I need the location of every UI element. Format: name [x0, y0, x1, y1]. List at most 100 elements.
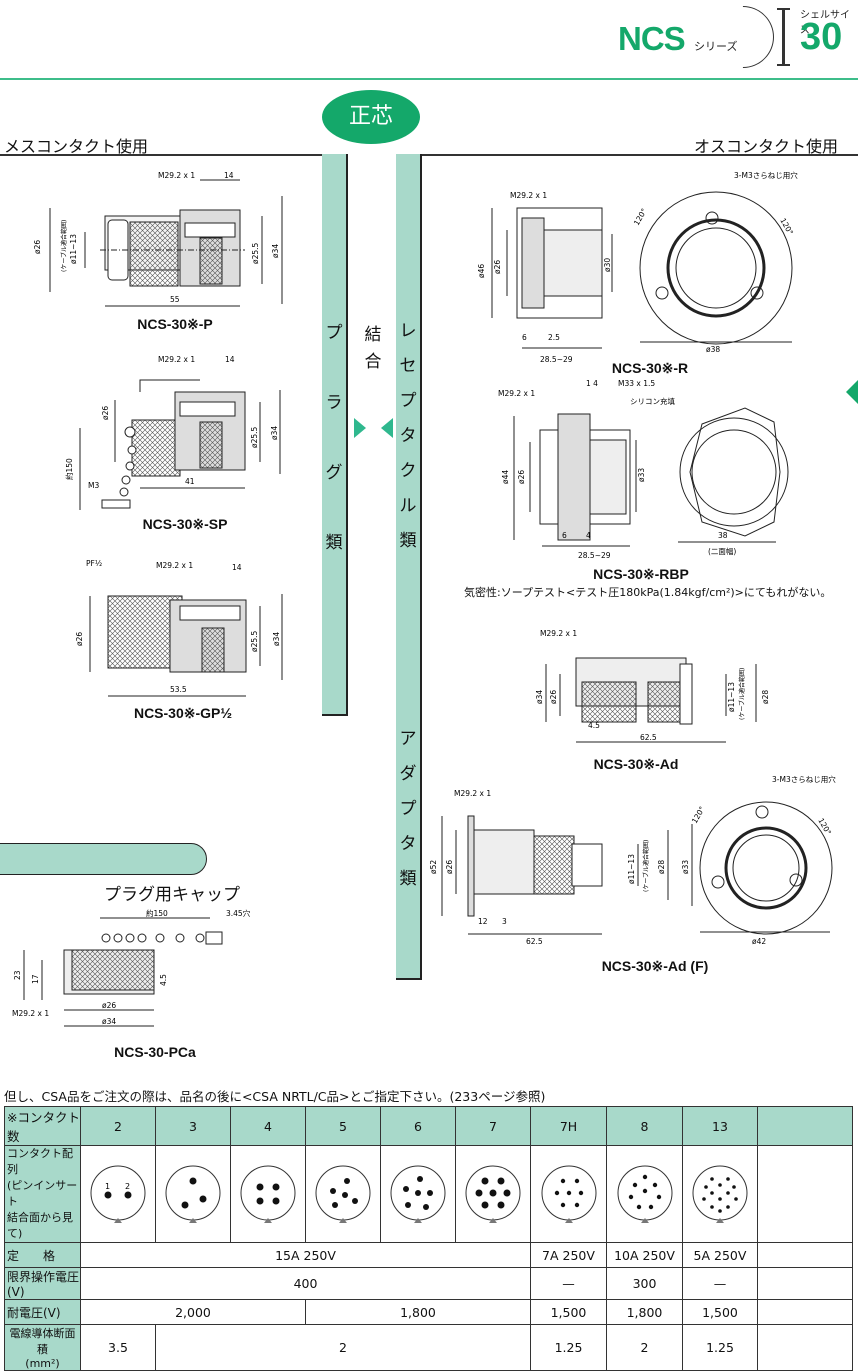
- r-dim-46: ø46: [477, 264, 486, 278]
- contact-diagram-7h: [530, 1145, 607, 1243]
- p-dim-255: ø25.5: [251, 242, 260, 264]
- adf-dim-3: 3: [502, 917, 507, 926]
- header-contact-count: ※コンタクト数: [4, 1106, 81, 1146]
- plug-label-2: ラ: [325, 393, 343, 413]
- receptacle-band: レ セ プ タ ク ル 類: [396, 154, 422, 629]
- col-header: 5: [305, 1106, 381, 1146]
- withstand-8: 1,800: [606, 1299, 683, 1325]
- ad-dim-34: ø34: [535, 690, 544, 704]
- plug-label-3: グ: [325, 463, 343, 483]
- rbp-dim-26: ø26: [517, 470, 526, 484]
- adf-dim-angle-2: 120°: [816, 817, 833, 837]
- cap-section-pill: [0, 843, 207, 875]
- rating-7h: 7A 250V: [530, 1242, 607, 1268]
- coupling-label-1: 結: [364, 325, 382, 345]
- ad-dim-45: 4.5: [588, 721, 600, 730]
- row-label-diagram: コンタクト配列 (ピンインサート 結合面から見て): [4, 1145, 81, 1243]
- pca-dim-45: 4.5: [159, 974, 168, 986]
- adf-dim-length: 62.5: [526, 937, 543, 946]
- drawing-ncs-30-p: ø26 (ケーブル適合範囲) ø11~13 ø25.5 ø34 55 M29.2…: [33, 171, 283, 307]
- section-title-male: オスコンタクト使用: [693, 137, 838, 156]
- adf-dim-1113: ø11~13: [627, 854, 636, 884]
- model-ncs-30-sp: NCS-30※-SP: [142, 516, 228, 532]
- sp-dim-length: 41: [185, 477, 195, 486]
- sp-dim-14: 14: [225, 355, 235, 364]
- rating-8: 10A 250V: [606, 1242, 683, 1268]
- limit-7h: —: [530, 1267, 607, 1300]
- receptacle-label-1: レ: [399, 321, 417, 341]
- col-header-empty: [757, 1106, 853, 1146]
- sp-dim-thread: M29.2 x 1: [158, 355, 195, 364]
- limit-empty: [757, 1267, 853, 1300]
- gp-dim-26: ø26: [75, 632, 84, 646]
- col-header: 4: [230, 1106, 306, 1146]
- contact-diagram-empty: [757, 1145, 853, 1243]
- gp-dim-pf: PF½: [86, 559, 102, 568]
- ad-dim-length: 62.5: [640, 733, 657, 742]
- shell-size-value: 30: [800, 16, 843, 58]
- r-dim-holes: 3-M3さらねじ用穴: [734, 170, 798, 180]
- plug-label-4: 類: [325, 533, 343, 553]
- pca-dim-23: 23: [13, 970, 22, 980]
- adf-dim-holes: 3-M3さらねじ用穴: [772, 774, 836, 784]
- spec-table: ※コンタクト数 2 3 4 5 6 7 7H 8 13 コンタクト配列 (ピンイ…: [4, 1106, 853, 1371]
- contact-diagram-4: [230, 1145, 306, 1243]
- contact-diagram-7: [455, 1145, 531, 1243]
- adapter-label-1: ア: [399, 729, 417, 749]
- p-dim-26: ø26: [33, 240, 42, 254]
- sp-dim-m3: M3: [88, 481, 99, 490]
- r-dim-thread: M29.2 x 1: [510, 191, 547, 200]
- pca-dim-hole: 3.45穴: [226, 908, 251, 918]
- p-dim-thread: M29.2 x 1: [158, 171, 195, 180]
- area-2: 3.5: [80, 1324, 156, 1371]
- drawing-ncs-30-adf: ø52 ø26 ø11~13 (ケーブル適合範囲) ø28 ø33 12 3 6…: [429, 774, 836, 946]
- contact-diagram-3: [155, 1145, 231, 1243]
- cap-section-title: プラグ用キャップ: [104, 885, 240, 905]
- section-title-female: メスコンタクト使用: [4, 137, 149, 156]
- svg-text:2: 2: [125, 1182, 130, 1191]
- contact-diagram-5: [305, 1145, 381, 1243]
- adf-dim-thread: M29.2 x 1: [454, 789, 491, 798]
- page-tab-triangle: [846, 378, 858, 406]
- svg-text:1: 1: [105, 1182, 110, 1191]
- csa-order-note: 但し、CSA品をご注文の際は、品名の後に<CSA NRTL/C品>とご指定下さい…: [4, 1089, 546, 1104]
- table-row-rating: 定 格 15A 250V 7A 250V 10A 250V 5A 250V: [4, 1242, 853, 1268]
- r-dim-angle-1: 120°: [632, 207, 649, 227]
- contact-diagram-13: [682, 1145, 758, 1243]
- pca-dim-34: ø34: [102, 1017, 116, 1026]
- adapter-label-5: 類: [399, 869, 417, 889]
- plug-label-1: プ: [325, 323, 343, 343]
- coupling-arrow-right: [354, 418, 366, 438]
- model-ncs-30-gp: NCS-30※-GP½: [133, 705, 233, 721]
- adf-dim-12: 12: [478, 917, 488, 926]
- rbp-dim-length: 28.5~29: [578, 551, 611, 560]
- header-divider: [0, 78, 858, 80]
- withstand-b: 1,800: [305, 1299, 531, 1325]
- area-unit: (mm²): [25, 1357, 60, 1370]
- adf-dim-42: ø42: [752, 937, 766, 946]
- adf-dim-33: ø33: [681, 860, 690, 874]
- sp-dim-34: ø34: [270, 426, 279, 440]
- r-dim-6: 6: [522, 333, 527, 342]
- diagram-label-line: (ピンインサート: [7, 1179, 78, 1208]
- receptacle-label-4: タ: [399, 426, 417, 446]
- r-dim-26: ø26: [493, 260, 502, 274]
- coupling-label: 結 合: [361, 318, 385, 380]
- table-row-area: 電線導体断面積 (mm²) 3.5 2 1.25 2 1.25: [4, 1324, 853, 1371]
- center-badge: 正芯: [322, 90, 420, 144]
- rbp-dim-thread: M29.2 x 1: [498, 389, 535, 398]
- receptacle-label-7: 類: [399, 531, 417, 551]
- rating-main: 15A 250V: [80, 1242, 531, 1268]
- rbp-dim-38: 38: [718, 531, 728, 540]
- table-header-row: ※コンタクト数 2 3 4 5 6 7 7H 8 13: [4, 1106, 853, 1146]
- r-dim-30: ø30: [603, 258, 612, 272]
- limit-13: —: [682, 1267, 758, 1300]
- limit-main: 400: [80, 1267, 531, 1300]
- adapter-label-3: プ: [399, 799, 417, 819]
- section-rule-left: [0, 154, 322, 156]
- drawing-ncs-30-gp: ø26 ø25.5 ø34 53.5 PF½ M29.2 x 1 14: [75, 559, 283, 697]
- gp-dim-14: 14: [232, 563, 242, 572]
- rbp-dim-flat: (二面幅): [708, 546, 736, 556]
